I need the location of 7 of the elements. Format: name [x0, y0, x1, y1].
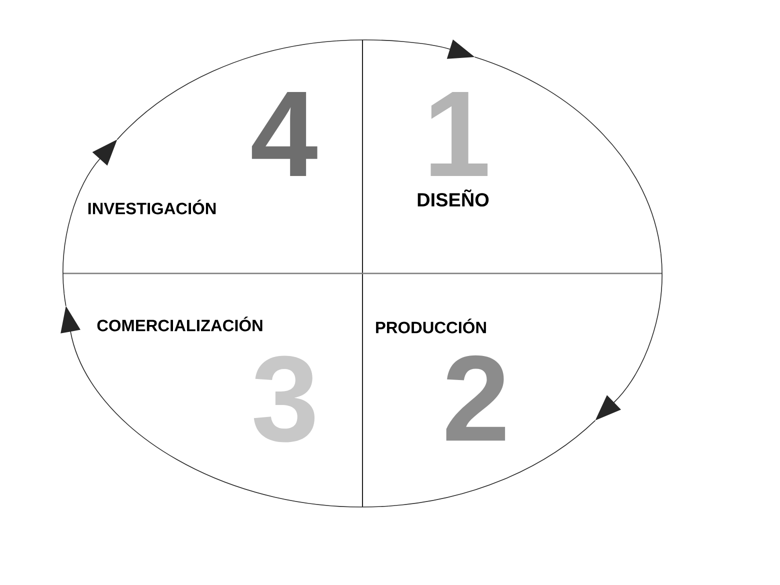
- stage-label: DISEÑO: [418, 189, 489, 207]
- step-number: 4: [252, 92, 318, 176]
- step-number: 2: [446, 355, 506, 441]
- stage-label: PRODUCCIÓN: [376, 318, 486, 334]
- step-number: 1: [430, 92, 488, 176]
- stage-label: COMERCIALIZACIÓN: [97, 316, 262, 332]
- stage-label: INVESTIGACIÓN: [88, 200, 216, 214]
